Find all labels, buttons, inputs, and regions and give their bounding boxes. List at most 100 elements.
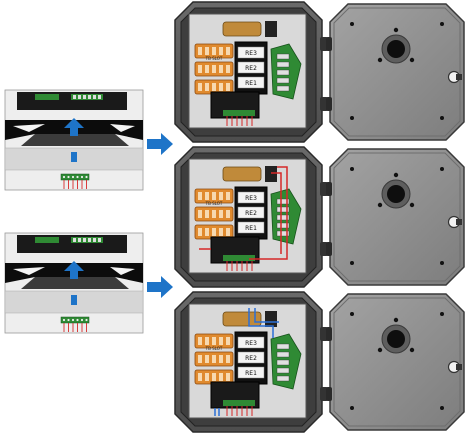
connector-block — [265, 311, 277, 327]
relay-bank — [194, 188, 234, 240]
flow-arrow-icon — [147, 133, 173, 155]
door-rim — [333, 152, 461, 282]
mount-hole — [350, 22, 354, 26]
door-hinge — [326, 37, 332, 51]
terminal-screw — [276, 77, 290, 84]
mount-hole — [440, 22, 444, 26]
relay-pin — [219, 355, 223, 363]
inset-connector-pin — [80, 175, 84, 179]
inset-connector-pin — [67, 175, 70, 179]
latch-lever — [456, 364, 462, 370]
tb-slot-label: TB SLOT — [205, 201, 223, 206]
relay-bank — [194, 43, 234, 95]
inset-pin — [83, 95, 86, 99]
relay-pin — [198, 192, 202, 200]
terminal-screw — [276, 375, 290, 382]
terminal-screw — [276, 214, 290, 221]
relay — [237, 206, 265, 219]
inset-guide — [71, 295, 77, 305]
inset-connector-pin — [76, 175, 79, 179]
relay-pin — [226, 65, 230, 73]
door-rim — [333, 7, 461, 137]
relay-pin — [205, 192, 209, 200]
enclosure-door — [329, 148, 465, 286]
relay-pin — [219, 83, 223, 91]
mount-hole — [350, 167, 354, 171]
mount-hole — [440, 261, 444, 265]
relay-pin — [226, 83, 230, 91]
insert-arrow-icon — [64, 261, 84, 279]
knockout-hole — [387, 185, 405, 203]
bottom-connector — [223, 110, 255, 116]
latch-lever — [456, 219, 462, 225]
inset-pin — [78, 238, 81, 242]
relay-pin — [212, 373, 216, 381]
relay-pin — [212, 47, 216, 55]
relay-bank — [194, 333, 234, 385]
relay — [237, 221, 265, 234]
relay-pin — [226, 373, 230, 381]
detail-inset — [4, 232, 144, 334]
terminal-screw — [276, 359, 290, 366]
bolt-hole — [409, 202, 415, 208]
relay-pin — [205, 210, 209, 218]
inset-pin — [98, 95, 101, 99]
terminal-screw — [276, 69, 290, 76]
relay-pin — [212, 228, 216, 236]
door-hinge — [326, 182, 332, 196]
relay-label: RE3 — [245, 195, 257, 202]
relay-pin — [198, 373, 202, 381]
terminal-screw — [276, 343, 290, 350]
inset-connector-pin — [67, 318, 70, 322]
enclosure-door — [329, 293, 465, 431]
relay-pin — [219, 47, 223, 55]
inset-terminal — [35, 94, 59, 100]
terminal-screw — [276, 351, 290, 358]
inset-connector-pin — [85, 175, 88, 179]
inset-connector-pin — [76, 318, 79, 322]
relay-pin — [219, 373, 223, 381]
relay-pin — [205, 65, 209, 73]
relay-label: RE3 — [245, 340, 257, 347]
mount-hole — [350, 116, 354, 120]
mount-hole — [440, 312, 444, 316]
bolt-hole — [393, 317, 399, 323]
relay-pin — [226, 355, 230, 363]
terminal-screw — [276, 230, 290, 237]
relay-pin — [212, 355, 216, 363]
red-wire — [271, 172, 282, 254]
relay-pin — [205, 337, 209, 345]
relay-pin — [205, 355, 209, 363]
inset-connector-pin — [85, 318, 88, 322]
enclosure-door — [329, 3, 465, 141]
relay — [237, 46, 265, 59]
relay-pin — [226, 192, 230, 200]
terminal-screw — [276, 206, 290, 213]
knockout-hole — [387, 330, 405, 348]
relay-label: RE3 — [245, 50, 257, 57]
relay-pin — [226, 337, 230, 345]
inset-highlight — [110, 267, 135, 275]
relay-pin — [226, 228, 230, 236]
relay — [237, 76, 265, 89]
fuse-holder — [222, 311, 262, 327]
fuse-holder — [222, 21, 262, 37]
inset-guide — [71, 152, 77, 162]
terminal-screw — [276, 85, 290, 92]
inset-connector-pin — [62, 318, 66, 322]
relay — [237, 191, 265, 204]
inset-connector-pin — [71, 318, 75, 322]
relay — [237, 366, 265, 379]
inset-pin — [93, 95, 96, 99]
relay-pin — [205, 83, 209, 91]
relay — [237, 336, 265, 349]
mount-hole — [350, 261, 354, 265]
detail-inset — [4, 89, 144, 191]
mount-hole — [350, 312, 354, 316]
relay-pin — [205, 47, 209, 55]
inset-connector — [60, 173, 90, 181]
relay-pin — [198, 47, 202, 55]
inset-pin — [88, 95, 91, 99]
relay-pin — [198, 228, 202, 236]
